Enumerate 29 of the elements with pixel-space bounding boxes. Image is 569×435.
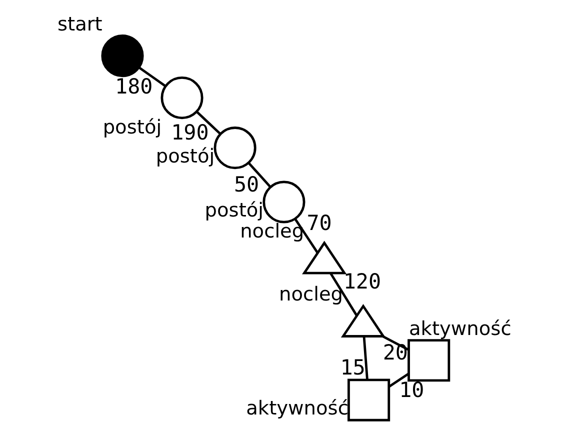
edge-label: 180: [115, 74, 153, 99]
node-circle: [160, 76, 204, 120]
node-label: nocleg: [279, 282, 344, 306]
node-label: postój: [102, 115, 162, 138]
edge-label: 15: [340, 356, 366, 380]
node-box: [348, 378, 390, 422]
edge-label: 70: [306, 211, 332, 236]
connector: [294, 218, 318, 254]
node-circle: [101, 34, 144, 78]
connector: [330, 272, 358, 316]
node-box: [408, 339, 450, 382]
edge-label: 120: [343, 270, 382, 294]
connector: [388, 372, 410, 388]
node-label: postój: [156, 144, 215, 168]
connector: [138, 66, 166, 87]
edge-label: 10: [399, 378, 424, 402]
connector: [382, 335, 409, 351]
connector: [196, 111, 221, 134]
node-circle: [262, 180, 306, 224]
node-label: aktywność: [246, 396, 348, 420]
node-label: start: [57, 12, 102, 36]
node-label: postój: [204, 198, 264, 222]
node-circle: [214, 126, 256, 170]
edge-label: 50: [234, 172, 260, 197]
connector: [362, 336, 368, 380]
node-label: aktywność: [409, 316, 512, 340]
connector: [248, 162, 271, 188]
node-label: nocleg: [240, 220, 304, 242]
edge-label: 190: [171, 120, 209, 144]
